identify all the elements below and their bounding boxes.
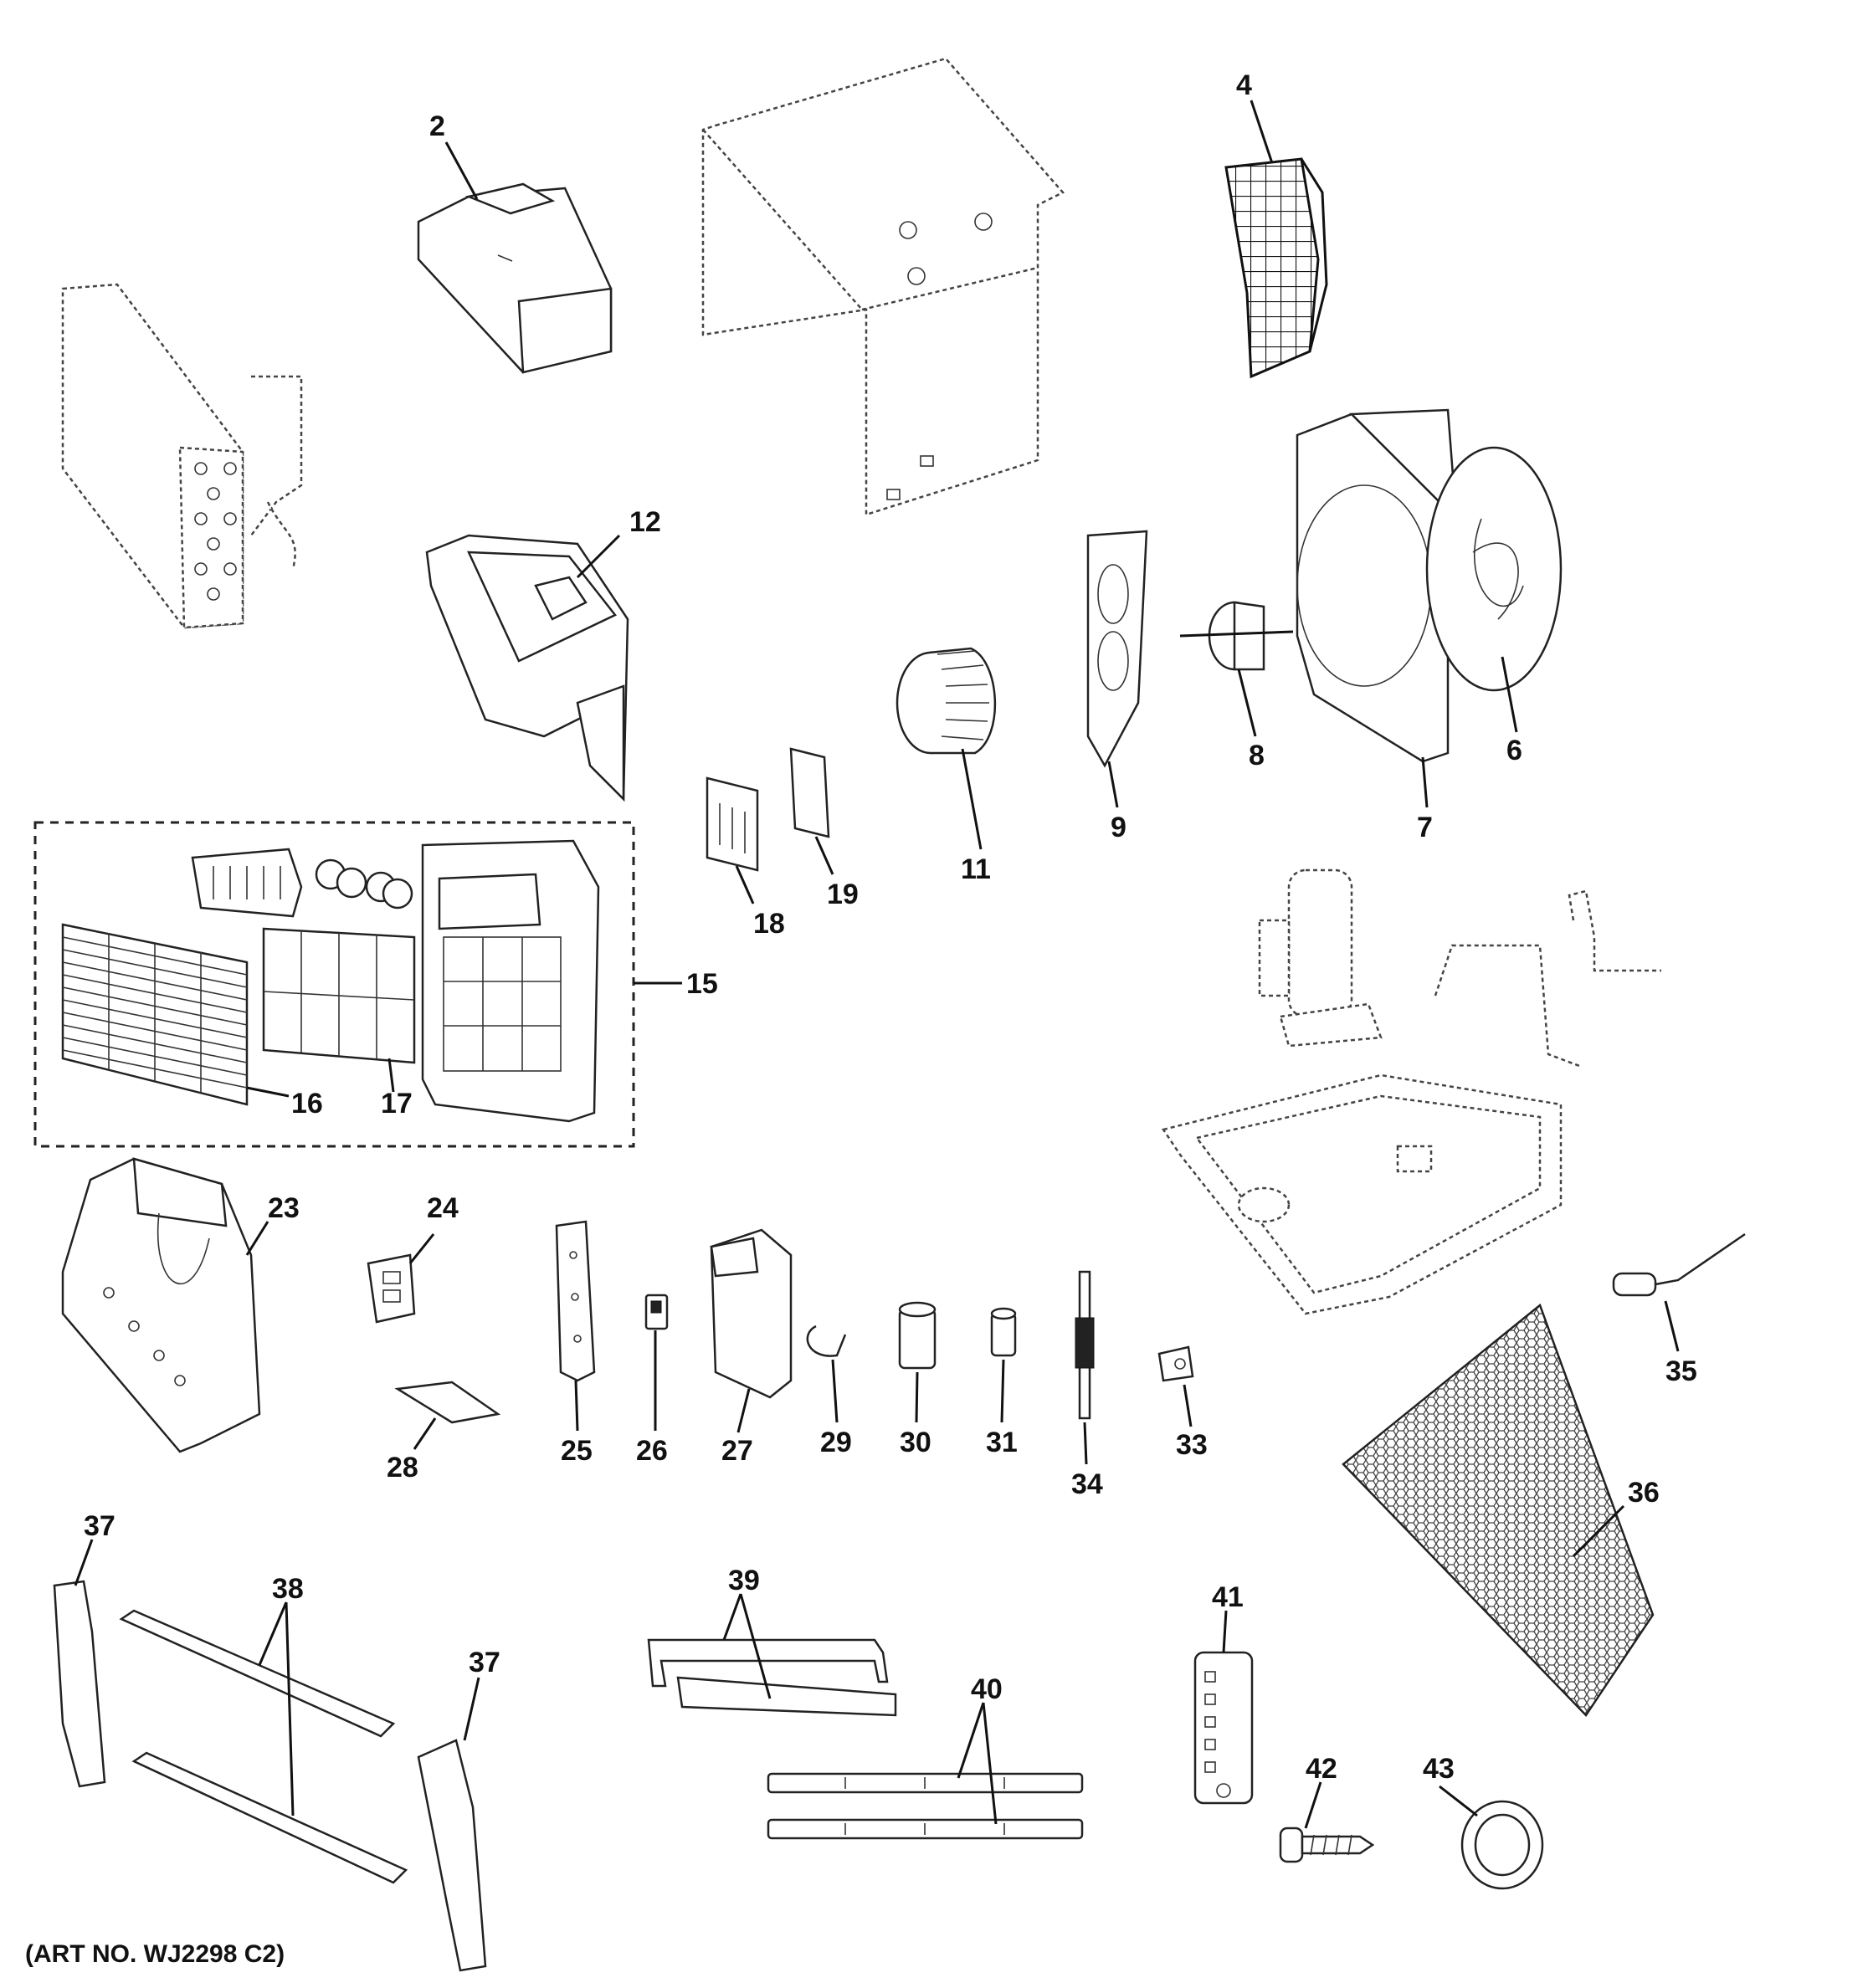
compressor	[1258, 868, 1383, 1048]
part-19-panel	[789, 747, 830, 838]
label-9: 9	[1111, 812, 1126, 843]
label-19: 19	[827, 879, 859, 910]
part-31-capacitor	[990, 1307, 1017, 1357]
part-labels: 2 4 6 7 8 9 11 12 15 16 17 18 19 23 24 2…	[25, 69, 1697, 1968]
part-24-pcb	[367, 1253, 416, 1324]
part-28-bracket	[394, 1381, 501, 1424]
part-8-fan-motor	[1179, 601, 1294, 671]
part-36-mesh-filter	[1342, 1303, 1655, 1717]
part-4-grille	[1224, 157, 1328, 379]
part-25-control-bracket	[555, 1220, 596, 1382]
art-number: (ART NO. WJ2298 C2)	[25, 1940, 285, 1968]
tubing	[1434, 889, 1661, 1068]
label-6: 6	[1506, 735, 1522, 766]
part-6-fan-blade	[1425, 446, 1563, 692]
part-9-motor-mount	[1086, 530, 1148, 768]
label-37-left: 37	[84, 1510, 115, 1542]
part-7-fan-shroud	[1296, 408, 1458, 763]
part-43-washer	[1460, 1800, 1544, 1890]
part-37-right-side-frame	[417, 1739, 487, 1972]
label-24: 24	[427, 1192, 459, 1224]
label-30: 30	[900, 1427, 931, 1458]
part-11-blower-wheel	[896, 647, 997, 755]
evaporator-coil	[61, 283, 303, 629]
part-33-clip	[1157, 1345, 1194, 1382]
part-38-top-rail	[119, 1609, 396, 1738]
cabinet	[701, 57, 1065, 516]
part-29-clamp	[806, 1324, 847, 1357]
label-4: 4	[1236, 69, 1252, 101]
base-pan	[1161, 1073, 1563, 1315]
part-37-left-side-frame	[53, 1580, 106, 1788]
part-27-electrical-box	[710, 1228, 793, 1399]
knobs	[315, 858, 413, 909]
part-26-switch	[644, 1294, 669, 1330]
label-7: 7	[1417, 812, 1433, 843]
label-39: 39	[728, 1565, 760, 1596]
part-35-thermistor	[1612, 1232, 1746, 1297]
label-16: 16	[291, 1088, 323, 1120]
label-42: 42	[1306, 1753, 1337, 1785]
label-29: 29	[820, 1427, 852, 1458]
label-41: 41	[1212, 1581, 1244, 1613]
label-15: 15	[686, 968, 718, 1000]
leader-lines	[74, 100, 1680, 1829]
label-12: 12	[629, 506, 661, 538]
label-43: 43	[1423, 1753, 1455, 1785]
label-36: 36	[1628, 1477, 1660, 1509]
part-30-capacitor	[898, 1301, 937, 1370]
part-2-cover	[417, 182, 613, 374]
part-41-remote-control	[1193, 1651, 1254, 1805]
label-26: 26	[636, 1435, 668, 1467]
part-34-wire-harness	[1075, 1270, 1095, 1420]
label-35: 35	[1665, 1355, 1697, 1387]
label-11: 11	[961, 853, 991, 885]
label-23: 23	[268, 1192, 300, 1224]
part-15-front-panel-assembly	[33, 821, 635, 1148]
part-39-frame	[647, 1638, 897, 1717]
part-12-bracket	[425, 534, 629, 802]
label-33: 33	[1176, 1429, 1208, 1461]
part-42-screw	[1279, 1827, 1375, 1863]
label-37-right: 37	[469, 1647, 500, 1678]
label-40: 40	[971, 1673, 1003, 1705]
label-2: 2	[429, 110, 445, 142]
label-18: 18	[753, 908, 785, 940]
part-23-air-guide	[61, 1157, 261, 1453]
label-25: 25	[561, 1435, 593, 1467]
label-8: 8	[1249, 740, 1265, 771]
label-38: 38	[272, 1573, 304, 1605]
label-34: 34	[1071, 1468, 1103, 1500]
part-40-rails	[767, 1772, 1084, 1840]
label-17: 17	[381, 1088, 413, 1120]
part-18-control-board	[706, 776, 759, 872]
label-31: 31	[986, 1427, 1018, 1458]
label-27: 27	[721, 1435, 753, 1467]
part-38-bottom-rail	[131, 1751, 408, 1884]
label-28: 28	[387, 1452, 418, 1483]
